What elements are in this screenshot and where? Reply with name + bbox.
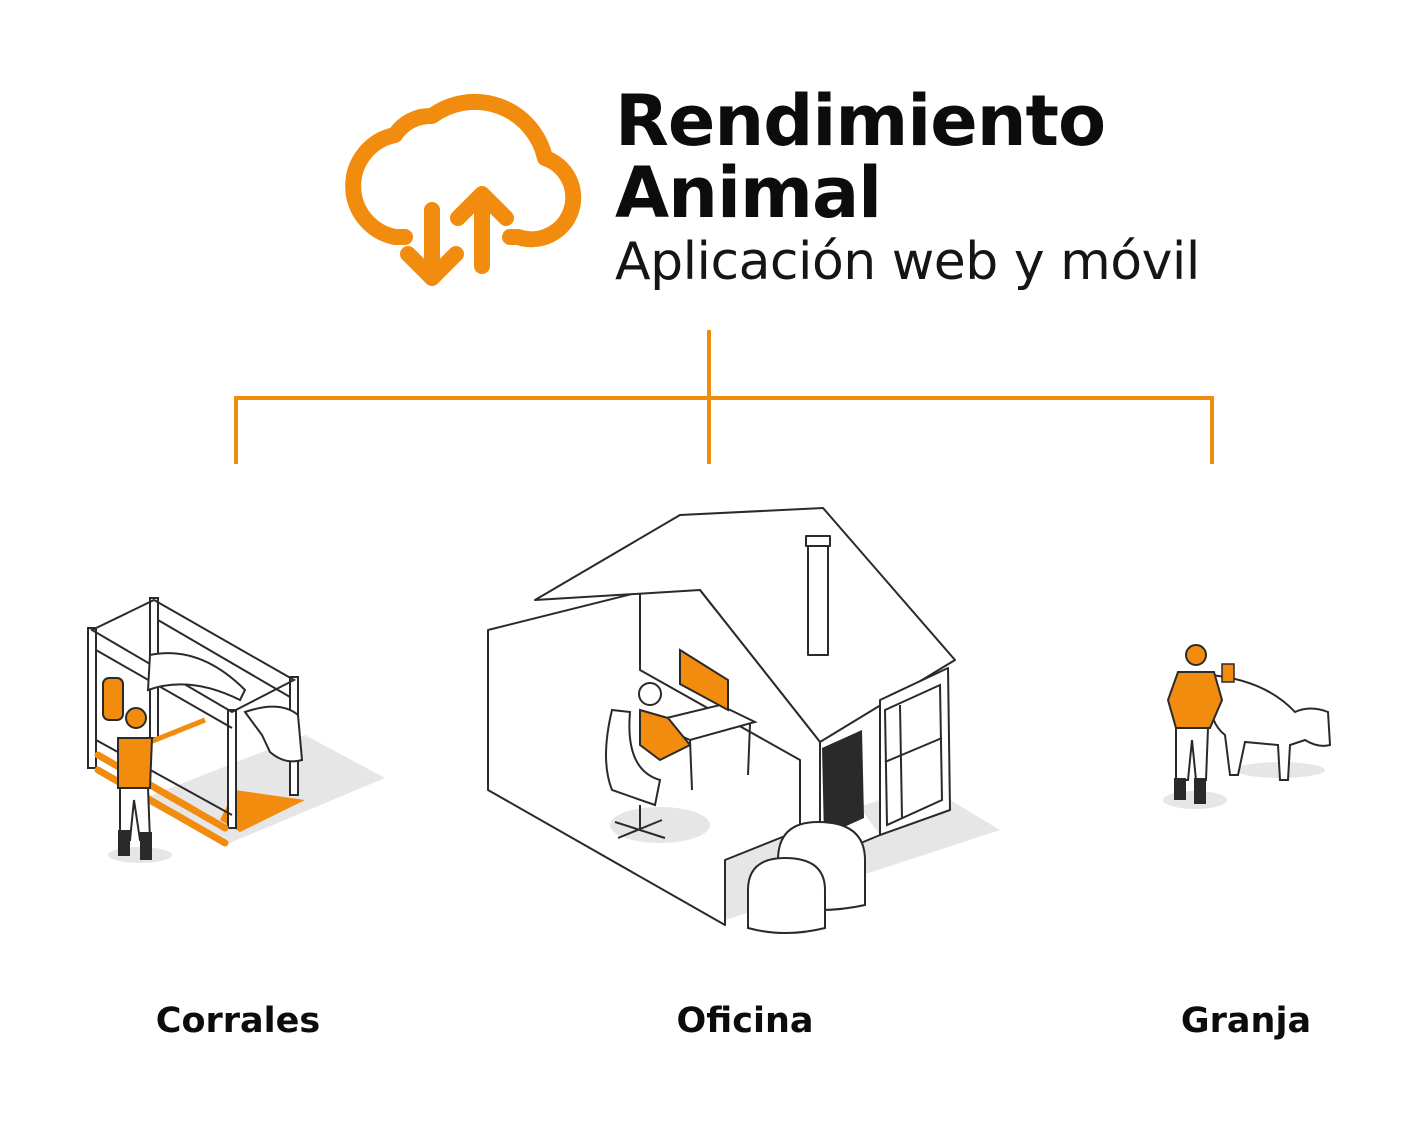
connector-tree bbox=[234, 330, 1214, 464]
location-label-corrales: Corrales bbox=[155, 1001, 321, 1041]
page-title-line-2: Animal bbox=[615, 152, 882, 234]
farmer-cow-illustration bbox=[1163, 644, 1332, 809]
location-label-oficina: Oficina bbox=[676, 1001, 814, 1041]
cattle-chute-illustration bbox=[87, 597, 385, 863]
cloud-sync-icon bbox=[345, 93, 582, 286]
page-subtitle: Aplicación web y móvil bbox=[615, 232, 1200, 292]
location-label-granja: Granja bbox=[1180, 1001, 1312, 1041]
page-title-line-1: Rendimiento bbox=[615, 80, 1106, 162]
office-house-illustration bbox=[487, 507, 1000, 934]
